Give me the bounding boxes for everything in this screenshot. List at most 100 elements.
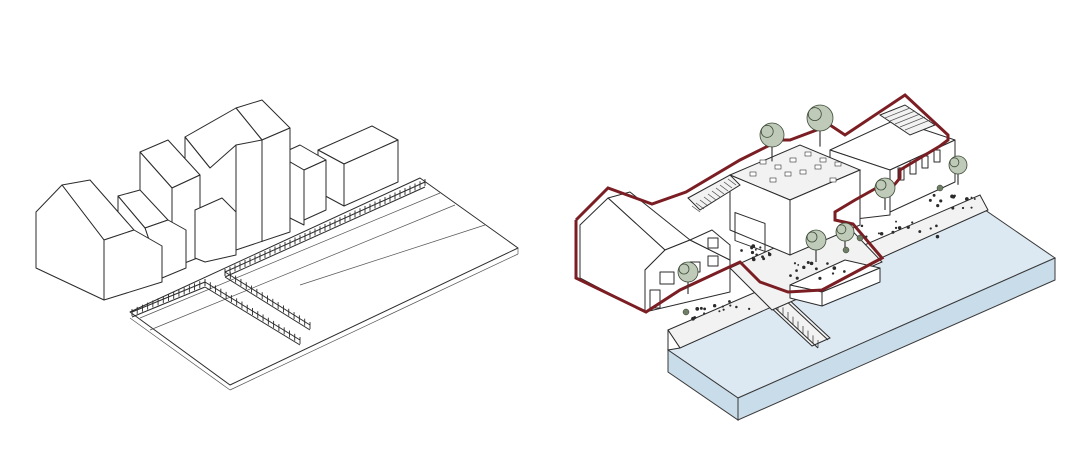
planting-speck [729,304,732,307]
planting-speck [793,262,797,265]
planting-speck [703,307,707,311]
planting-speck [750,250,755,255]
planting-speck [843,270,846,273]
roof-table [819,157,827,163]
planting-speck [961,206,965,210]
road-line [299,224,486,286]
planting-speck [712,304,717,308]
planting-speck [951,206,955,210]
road-line [149,204,456,331]
planting-speck [894,226,898,230]
planting-speck [932,193,936,197]
water-body [666,209,1057,421]
roof-table [784,171,792,177]
planting-speck [695,307,700,311]
roof-table [834,161,842,167]
planting-speck [759,246,762,249]
planting-speck [795,276,799,280]
stair-tread [711,190,721,198]
stair-tread [719,184,729,192]
stair-tread [699,199,709,207]
planting-speck [789,274,792,277]
roof-furniture [749,151,842,183]
shrub [682,308,690,316]
planting-speck [802,265,806,270]
roof-table [804,151,812,157]
shrub [842,246,850,254]
planting-speck [936,204,940,208]
stair-tread [691,205,701,213]
planting-speck [865,235,868,238]
planting-speck [935,224,938,228]
planting-speck [754,248,757,251]
tree-canopy-lobe [875,179,887,191]
planting-speck [895,220,897,223]
stair-tread [695,202,705,210]
planting-speck [935,234,940,239]
external-stair [691,178,737,213]
planting-speck [860,224,864,228]
planting-speck [891,230,895,234]
roof-table [814,164,822,170]
fence-posts [131,179,426,344]
proposal-diagram [574,93,1057,421]
planting-speck [973,198,976,200]
planting-speck [918,230,922,233]
planting-speck [818,276,822,280]
tree-canopy-lobe [760,124,774,138]
roof-table [749,171,757,177]
roof-table [759,159,767,165]
planting-speck [703,312,706,315]
planting-speck [826,262,829,265]
planting-specks [682,184,976,321]
central-pavilion [687,144,862,256]
planting-speck [728,300,731,303]
stair-tread [703,196,713,204]
tree-canopy-lobe [806,231,818,243]
planting-speck [806,261,810,265]
roof-table [799,169,807,175]
planting-speck [748,307,751,311]
planting-speck [721,305,724,308]
planting-speck [740,249,743,252]
gabled-house [579,191,731,313]
stair-tread [727,178,737,186]
planting-speck [965,197,969,201]
planting-speck [735,305,738,309]
stair-tread [707,193,717,201]
planting-speck [751,256,755,260]
road-line [139,192,441,319]
shrub [856,234,864,242]
planting-speck [953,194,956,198]
roof-table [829,177,837,183]
planting-speck [928,198,932,202]
stair-tread [715,187,725,195]
roof-table [769,177,777,183]
roof-stairs [878,104,937,136]
planting-speck [718,310,721,313]
ground-edge-front [229,253,519,391]
planting-speck [750,246,754,250]
shrub [936,184,944,192]
building-front-gable [35,179,163,301]
tree-canopy-lobe [949,157,960,168]
stair-tread [723,181,733,189]
planting-speck [879,232,884,236]
planting-speck [897,226,902,230]
planting-speck [832,266,837,270]
planting-speck [691,316,695,321]
planting-speck [929,227,932,230]
planting-speck [755,253,758,257]
trees [677,104,968,294]
ground-edge [129,317,231,391]
planting-speck [768,253,771,256]
planting-speck [831,272,835,275]
planting-speck [795,269,798,272]
roof-table [774,164,782,170]
planting-speck [877,232,880,235]
roof-table [789,157,797,163]
planting-speck [761,255,764,259]
existing-massing-diagram [35,99,519,391]
